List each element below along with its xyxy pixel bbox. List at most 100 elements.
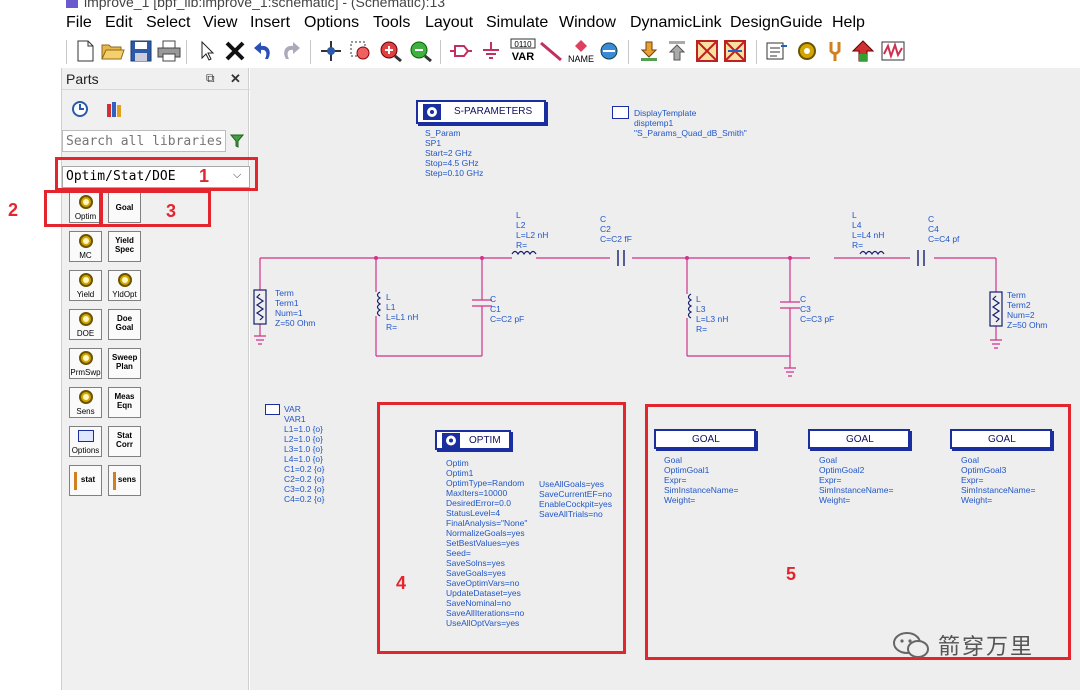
library-select[interactable]: Optim/Stat/DOE ⌵ [62, 166, 250, 188]
data-display-icon[interactable] [880, 38, 906, 64]
wire-icon[interactable] [538, 38, 564, 64]
part-stat-corr[interactable]: Stat Corr [108, 426, 141, 457]
menu-file[interactable]: File [66, 14, 92, 31]
annotation-number-4: 4 [396, 573, 407, 593]
simulate-arrow-icon[interactable] [850, 38, 876, 64]
push-into-icon[interactable] [636, 38, 662, 64]
select-pointer-icon[interactable] [194, 38, 220, 64]
menu-tools[interactable]: Tools [373, 14, 411, 31]
menu-simulate[interactable]: Simulate [486, 14, 549, 31]
library-search-input[interactable] [62, 130, 226, 152]
part-stat[interactable]: stat [69, 465, 102, 496]
display-template-icon[interactable] [612, 106, 629, 119]
stat-bar-icon [113, 472, 116, 490]
annotation-box-1 [55, 157, 258, 191]
simulate-settings-icon[interactable] [764, 38, 790, 64]
menu-view[interactable]: View [203, 14, 238, 31]
open-folder-icon[interactable] [100, 38, 126, 64]
annotation-box-5 [645, 404, 1071, 660]
part-mc[interactable]: MC [69, 231, 102, 262]
goal-params-2: Goal OptimGoal2 Expr= SimInstanceName= W… [819, 455, 894, 505]
deactivate-short-icon[interactable] [722, 38, 748, 64]
var-block-params: VAR VAR1 L1=1.0 {o} L2=1.0 {o} L3=1.0 {o… [284, 404, 325, 504]
cog-icon [79, 195, 93, 209]
menu-designguide[interactable]: DesignGuide [730, 14, 823, 31]
part-label: YldOpt [112, 290, 137, 299]
part-label: DOE [76, 329, 95, 338]
optim-controller[interactable]: OPTIM [435, 430, 511, 450]
parts-panel-title: Parts [66, 71, 99, 87]
menu-select[interactable]: Select [146, 14, 191, 31]
ground-icon[interactable] [478, 38, 504, 64]
pop-out-icon[interactable] [664, 38, 690, 64]
close-panel-icon[interactable]: ✕ [230, 71, 241, 86]
cog-icon [79, 234, 93, 248]
part-sens[interactable]: Sens [69, 387, 102, 418]
new-file-icon[interactable] [72, 38, 98, 64]
deactivate-icon[interactable] [694, 38, 720, 64]
menu-help[interactable]: Help [832, 14, 865, 31]
l3-label: L L3 L=L3 nH R= [696, 294, 729, 334]
app-icon [66, 0, 78, 8]
part-prmswp[interactable]: PrmSwp [69, 348, 102, 379]
l1-label: L L1 L=L1 nH R= [386, 292, 419, 332]
zoom-in-icon[interactable] [378, 38, 404, 64]
goal-title: GOAL [692, 434, 720, 445]
term1-label: Term Term1 Num=1 Z=50 Ohm [275, 288, 316, 328]
var-icon[interactable]: 0110 VAR [508, 38, 538, 64]
zoom-area-icon[interactable] [348, 38, 374, 64]
goal-block-1[interactable]: GOAL [654, 429, 756, 449]
l2-label: L L2 L=L2 nH R= [516, 210, 549, 250]
sparameters-controller[interactable]: S-PARAMETERS [416, 100, 546, 124]
save-icon[interactable] [128, 38, 154, 64]
part-doe-goal[interactable]: Doe Goal [108, 309, 141, 340]
menu-window[interactable]: Window [559, 14, 616, 31]
part-label: MC [79, 251, 92, 260]
optim-title: OPTIM [469, 435, 501, 446]
part-doe[interactable]: DOE [69, 309, 102, 340]
pin-icon[interactable] [596, 38, 622, 64]
c1-label: C C1 C=C2 pF [490, 294, 525, 324]
undo-icon[interactable] [250, 38, 276, 64]
filter-funnel-icon[interactable] [229, 134, 245, 153]
tuning-fork-icon[interactable] [822, 38, 848, 64]
menu-edit[interactable]: Edit [105, 14, 133, 31]
redo-icon[interactable] [278, 38, 304, 64]
part-sens[interactable]: sens [108, 465, 141, 496]
cog-icon [118, 273, 132, 287]
zoom-out-icon[interactable] [408, 38, 434, 64]
history-clock-icon[interactable] [71, 100, 89, 123]
cog-icon [79, 390, 93, 404]
var-block-icon[interactable] [265, 404, 280, 415]
menu-options[interactable]: Options [304, 14, 360, 31]
part-options[interactable]: Options [69, 426, 102, 457]
float-panel-icon[interactable]: ⧉ [206, 71, 215, 85]
menu-layout[interactable]: Layout [425, 14, 474, 31]
goal-block-3[interactable]: GOAL [950, 429, 1052, 449]
part-yldopt[interactable]: YldOpt [108, 270, 141, 301]
part-label: Stat Corr [116, 431, 133, 449]
print-icon[interactable] [156, 38, 182, 64]
part-yield-spec[interactable]: Yield Spec [108, 231, 141, 262]
menu-dynamiclink[interactable]: DynamicLink [630, 14, 722, 31]
port-icon[interactable] [448, 38, 474, 64]
schematic-canvas[interactable]: S-PARAMETERS S_Param SP1 Start=2 GHz Sto… [250, 68, 1080, 690]
goal-block-2[interactable]: GOAL [808, 429, 910, 449]
move-crosshair-icon[interactable] [318, 38, 344, 64]
var-bits-text: 0110 [514, 40, 532, 49]
part-yield[interactable]: Yield [69, 270, 102, 301]
cog-icon [79, 312, 93, 326]
watermark-text: 箭穿万里 [938, 634, 1035, 659]
name-icon[interactable]: NAME [566, 38, 596, 64]
part-sweep-plan[interactable]: Sweep Plan [108, 348, 141, 379]
menu-insert[interactable]: Insert [250, 14, 291, 31]
library-books-icon[interactable] [105, 100, 123, 123]
part-label: Options [71, 446, 100, 455]
tune-cog-icon[interactable] [794, 38, 820, 64]
part-meas-eqn[interactable]: Meas Eqn [108, 387, 141, 418]
name-icon-text: NAME [568, 54, 594, 64]
window-titlebar: improve_1 [bpf_lib:improve_1:schematic] … [0, 0, 1080, 12]
delete-x-icon[interactable] [222, 38, 248, 64]
annotation-box-4 [377, 402, 626, 654]
left-margin [0, 68, 61, 690]
